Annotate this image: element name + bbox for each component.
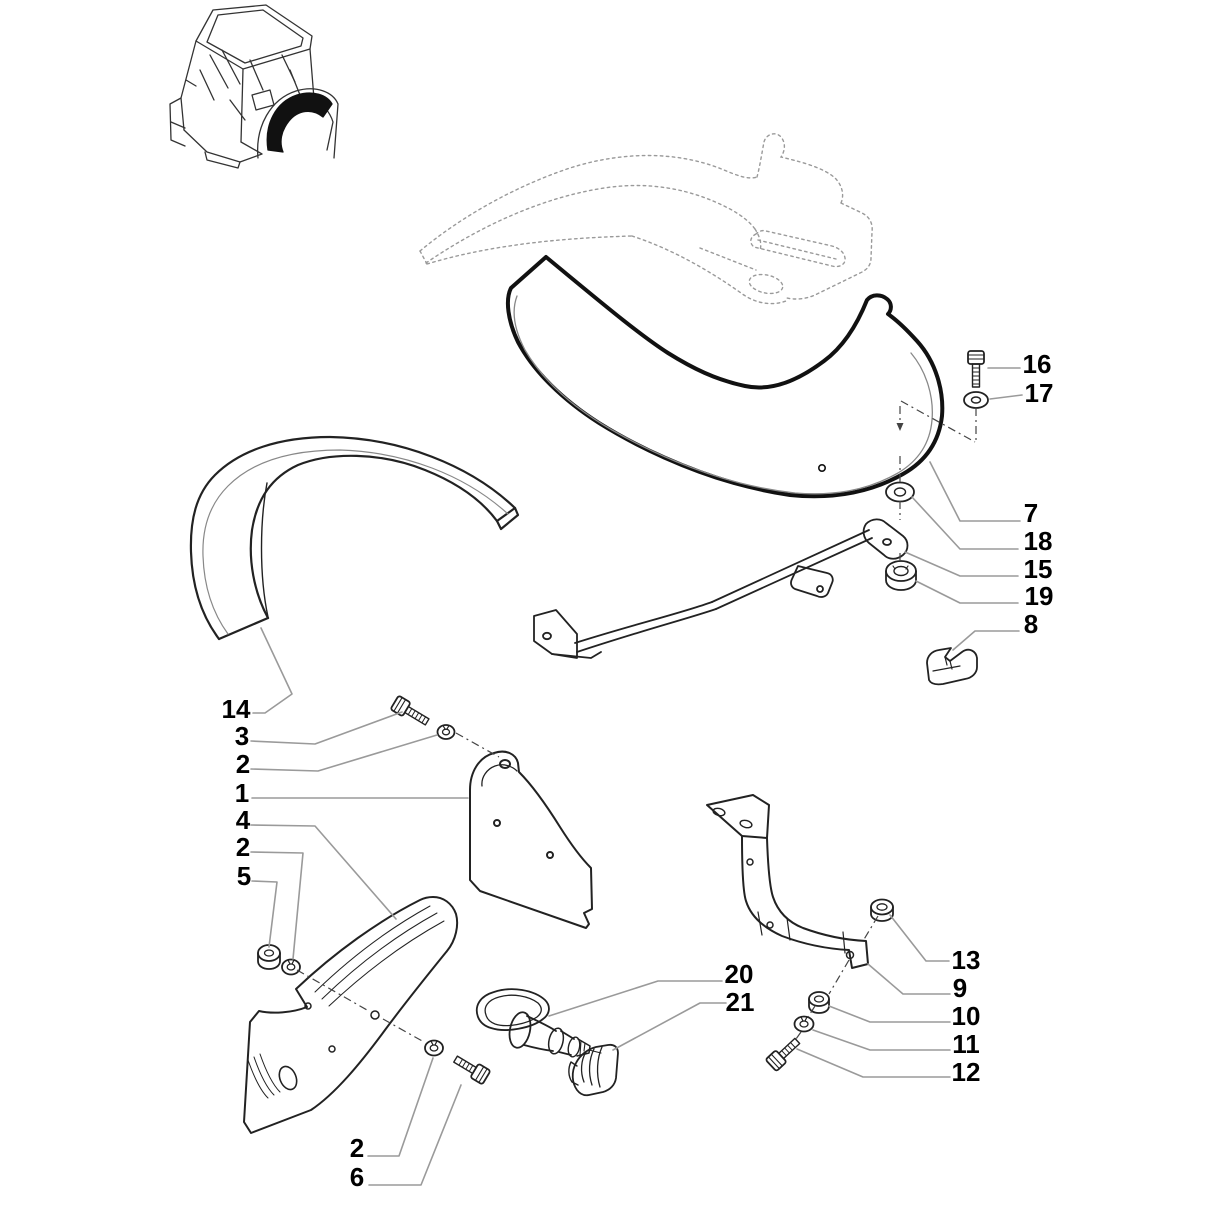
leader-4: [250, 824, 397, 920]
callout-6: 6: [349, 1162, 365, 1192]
callout-7: 7: [1023, 498, 1039, 528]
leader-14: [252, 627, 293, 714]
callout-11: 11: [952, 1029, 980, 1059]
leader-10: [828, 1005, 951, 1023]
cab-thumbnail: [169, 4, 339, 169]
washer-11: [793, 1015, 815, 1033]
leader-3: [250, 711, 403, 745]
mudflap-bracket-part-1: [469, 750, 593, 929]
lock-washer-2-upper: [436, 724, 456, 740]
leader-17: [989, 394, 1023, 400]
leader-11: [812, 1029, 951, 1051]
support-bracket-part-9: [706, 794, 869, 969]
callout-9: 9: [952, 973, 968, 1003]
leader-2-upper: [250, 734, 438, 772]
bolt-12: [765, 1037, 801, 1072]
callout-2-lower: 2: [349, 1133, 365, 1163]
leader-21: [612, 1002, 727, 1051]
assembly-centerlines: [296, 400, 977, 1043]
callout-20: 20: [724, 959, 754, 989]
callout-2-upper: 2: [235, 749, 251, 779]
leader-15: [904, 551, 1019, 577]
leader-lines: [250, 367, 1023, 1186]
callout-18: 18: [1023, 526, 1053, 556]
support-rod: [533, 518, 909, 659]
mudflap-part-4: [243, 896, 459, 1134]
ghost-fender-outline: [419, 133, 873, 305]
arrow-down: [896, 423, 904, 431]
callout-14: 14: [221, 694, 251, 724]
leader-20: [548, 980, 723, 1017]
bolt-6: [453, 1055, 491, 1085]
leader-5: [251, 880, 278, 948]
leader-19: [915, 580, 1019, 604]
callout-13: 13: [951, 945, 981, 975]
fender-part-7: [505, 255, 945, 499]
callout-15: 15: [1023, 554, 1053, 584]
flange-nut-13: [870, 898, 894, 922]
leader-2-middle: [250, 851, 304, 960]
callout-19: 19: [1024, 581, 1054, 611]
callout-8: 8: [1023, 609, 1039, 639]
leader-8: [952, 630, 1020, 651]
fender-extension-part-14: [189, 435, 520, 641]
clip-21: [568, 1043, 619, 1097]
quarter-turn-fastener-20: [475, 988, 602, 1058]
clamp-part-15: [862, 518, 909, 560]
callout-10: 10: [951, 1001, 981, 1031]
callout-21: 21: [725, 987, 755, 1017]
washer-17: [963, 391, 989, 409]
flange-nut-19: [885, 560, 917, 591]
bolt-3: [390, 695, 430, 726]
leader-18: [911, 496, 1019, 550]
callout-12: 12: [951, 1057, 981, 1087]
washer-2-lower: [424, 1039, 444, 1057]
bolt-16: [967, 350, 985, 388]
washer-2-middle: [281, 958, 301, 976]
clip-8: [926, 647, 978, 686]
callout-16: 16: [1022, 349, 1052, 379]
leader-6: [368, 1084, 462, 1186]
leader-7: [929, 461, 1021, 522]
callout-17: 17: [1024, 378, 1054, 408]
washer-18: [885, 481, 915, 503]
callout-3: 3: [234, 721, 250, 751]
leader-9: [867, 963, 951, 995]
leader-13: [889, 914, 950, 962]
callout-5: 5: [236, 861, 252, 891]
callout-1: 1: [234, 778, 250, 808]
leader-2-lower: [367, 1057, 434, 1157]
nut-5: [257, 944, 281, 970]
callout-4: 4: [235, 805, 251, 835]
callout-2-middle: 2: [235, 832, 251, 862]
leader-12: [796, 1048, 951, 1078]
flange-nut-10: [808, 991, 830, 1014]
